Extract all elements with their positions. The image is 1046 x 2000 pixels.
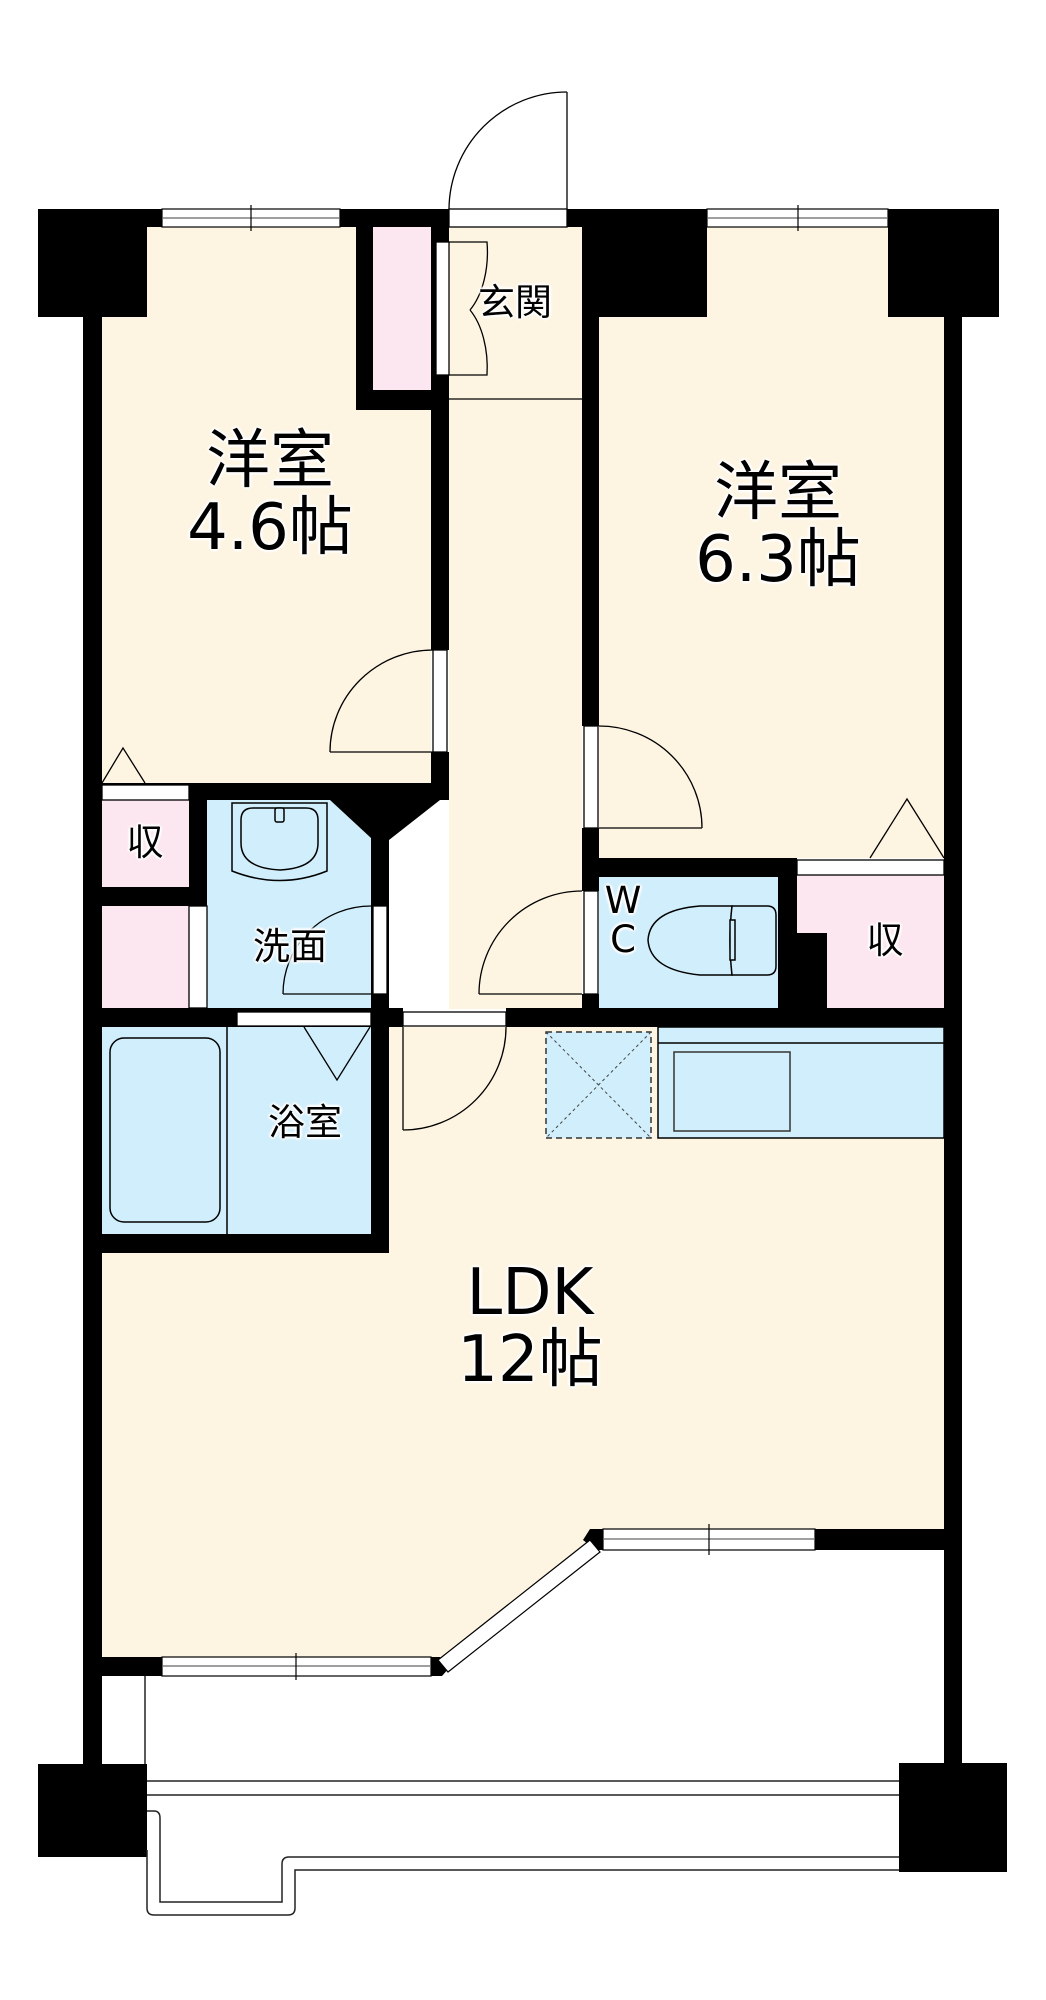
storage-left-floor — [102, 800, 189, 887]
door-storage-right — [796, 797, 945, 876]
label-ldk: LDK 12帖 — [400, 1256, 660, 1398]
window-ldk-diagonal — [437, 1539, 601, 1673]
door-washroom — [282, 905, 388, 995]
room-size: 4.6帖 — [187, 491, 353, 566]
column-top-right — [888, 209, 999, 317]
room-western-right-floor — [599, 227, 944, 858]
shoe-closet-doors — [435, 241, 582, 400]
room-western-left-floor — [102, 227, 431, 783]
ldk-floor — [102, 1027, 944, 1667]
room-name: LDK — [466, 1256, 594, 1330]
door-storage-left-lower — [188, 905, 208, 1009]
label-toilet: W C — [604, 879, 642, 961]
balcony — [144, 1676, 899, 1916]
doors — [101, 91, 945, 1131]
window-top-right — [706, 205, 889, 231]
closet-entrance — [373, 227, 431, 390]
column-top-middle — [582, 209, 707, 317]
column-bottom-right — [899, 1763, 1007, 1872]
room-name: 洋室 — [206, 424, 334, 498]
label-entrance: 玄関 — [478, 281, 552, 324]
door-western-right — [583, 725, 703, 829]
room-size: 12帖 — [457, 1323, 603, 1398]
walls — [38, 209, 1007, 1872]
wash-basin — [231, 802, 328, 882]
bathtub — [109, 1027, 228, 1234]
label-storage-right: 収 — [866, 919, 904, 962]
column-top-left — [38, 209, 147, 317]
door-storage-left — [101, 746, 190, 801]
column-bottom-left — [38, 1764, 147, 1857]
room-size: 6.3帖 — [695, 523, 861, 598]
window-ldk-left — [161, 1653, 432, 1680]
storage-left-lower-floor — [102, 906, 189, 1008]
door-ldk — [402, 1011, 507, 1131]
entrance-door — [448, 91, 568, 228]
label-washroom: 洗面 — [253, 925, 327, 968]
door-bathroom — [236, 1011, 372, 1082]
door-western-left — [329, 649, 448, 753]
toilet — [647, 905, 777, 976]
door-toilet — [478, 890, 599, 995]
hallway-floor — [449, 227, 582, 1009]
label-storage-left: 収 — [126, 821, 164, 864]
fixtures — [109, 802, 777, 1234]
label-western-right: 洋室 6.3帖 — [648, 456, 908, 598]
windows — [161, 205, 889, 1680]
kitchen-sink — [673, 1051, 791, 1132]
label-western-left: 洋室 4.6帖 — [150, 424, 390, 566]
window-top-left — [161, 205, 341, 231]
window-ldk-right — [602, 1524, 816, 1555]
storage-right-floor — [797, 875, 944, 1008]
room-name: 洋室 — [714, 456, 842, 530]
label-bathroom: 浴室 — [268, 1101, 342, 1144]
floor-fills — [102, 227, 945, 1667]
